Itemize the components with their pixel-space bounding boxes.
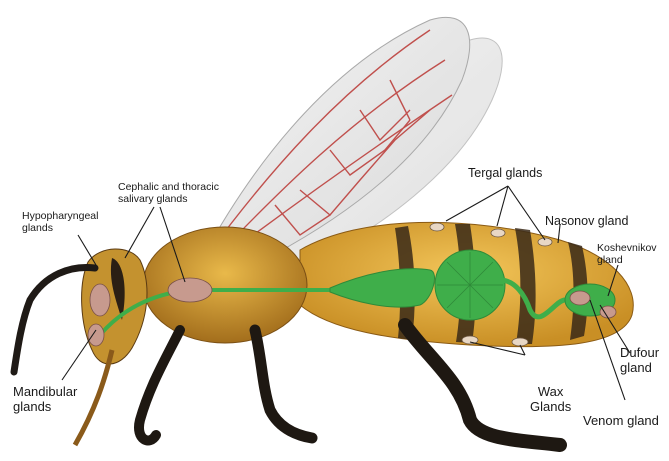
thorax [143,227,307,343]
hypopharyngeal-label: Hypopharyngeal glands [22,210,98,234]
mandibular-line-2: glands [13,399,77,414]
mandibular-line-1: Mandibular [13,384,77,399]
dufour-gland-label: Dufour gland [620,345,659,375]
cephalic-line-1: Cephalic and thoracic [118,181,219,193]
koshevnikov-line-1: Koshevnikov [597,242,657,254]
dufour-line-1: Dufour [620,345,659,360]
cephalic-line-2: salivary glands [118,193,219,205]
koshevnikov-gland-label: Koshevnikov gland [597,242,657,266]
venom-gland-label: Venom gland [583,413,659,428]
koshevnikov-line-2: gland [597,254,657,266]
wax-line-1: Wax [530,384,571,399]
hypopharyngeal-line-1: Hypopharyngeal [22,210,98,222]
hypopharyngeal-line-2: glands [22,222,98,234]
nasonov-gland-label: Nasonov gland [545,214,628,228]
mandibular-glands-label: Mandibular glands [13,384,77,414]
wax-glands-label: Wax Glands [530,384,571,414]
cephalic-salivary-label: Cephalic and thoracic salivary glands [118,181,219,205]
wax-line-2: Glands [530,399,571,414]
tergal-glands-label: Tergal glands [468,166,542,180]
proboscis [75,350,112,445]
dufour-line-2: gland [620,360,659,375]
